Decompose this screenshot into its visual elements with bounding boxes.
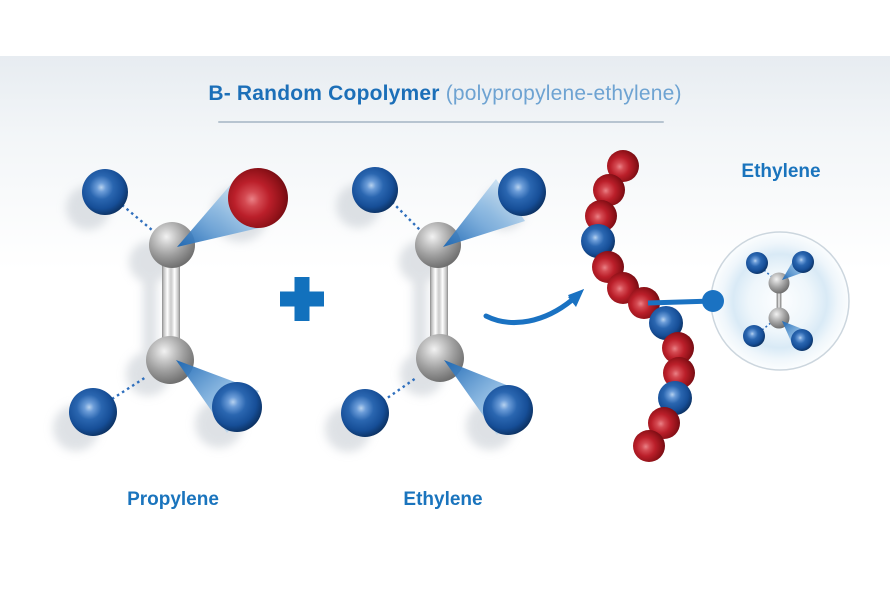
inset-ethylene-label: Ethylene: [741, 161, 821, 182]
hydrogen-atom: [792, 251, 814, 273]
chain-bead-red: [633, 430, 665, 462]
carbon-atom: [415, 222, 461, 268]
chain-bead-red: [648, 407, 680, 439]
ethylene-molecule: [325, 167, 546, 452]
hydrogen-atom: [791, 329, 813, 351]
hydrogen-atom: [212, 382, 262, 432]
dashed-bond: [391, 201, 421, 231]
inset-callout: [647, 231, 850, 371]
dashed-bond: [382, 377, 417, 402]
chain-bead-red: [662, 332, 694, 364]
propylene-molecule: [53, 168, 288, 451]
chain-bead-blue: [658, 381, 692, 415]
inset-ethylene-molecule: [743, 251, 814, 351]
chain-bead-blue: [581, 224, 615, 258]
title-light-text: (polypropylene-ethylene): [445, 82, 682, 105]
chain-bead-red: [607, 150, 639, 182]
title-bold-text: B- Random Copolymer: [208, 82, 440, 105]
carbon-atom: [149, 222, 195, 268]
chain-bead-blue: [649, 306, 683, 340]
carbon-atom: [146, 336, 194, 384]
hydrogen-atom: [69, 388, 117, 436]
dashed-bond: [121, 204, 153, 231]
methyl-group-atom: [228, 168, 288, 228]
plus-icon: [280, 277, 324, 321]
callout-dot: [702, 290, 724, 312]
double-bond-tube: [430, 250, 448, 358]
hydrogen-atom: [743, 325, 765, 347]
hydrogen-atom: [341, 389, 389, 437]
ethylene-label: Ethylene: [403, 489, 483, 510]
page-title: B- Random Copolymer (polypropylene-ethyl…: [0, 82, 890, 106]
hydrogen-atom: [483, 385, 533, 435]
dashed-bond: [111, 375, 147, 401]
double-bond-tube: [162, 250, 180, 358]
chain-bead-red: [663, 357, 695, 389]
title-underline: [218, 121, 664, 123]
polymer-chain: [581, 150, 695, 462]
hydrogen-atom: [746, 252, 768, 274]
hydrogen-atom: [82, 169, 128, 215]
hydrogen-atom: [498, 168, 546, 216]
hydrogen-atom: [352, 167, 398, 213]
chain-bead-red: [585, 200, 617, 232]
reaction-arrow-icon: [483, 289, 584, 325]
chain-bead-red: [593, 174, 625, 206]
chain-bead-red: [628, 287, 660, 319]
propylene-label: Propylene: [127, 489, 219, 510]
